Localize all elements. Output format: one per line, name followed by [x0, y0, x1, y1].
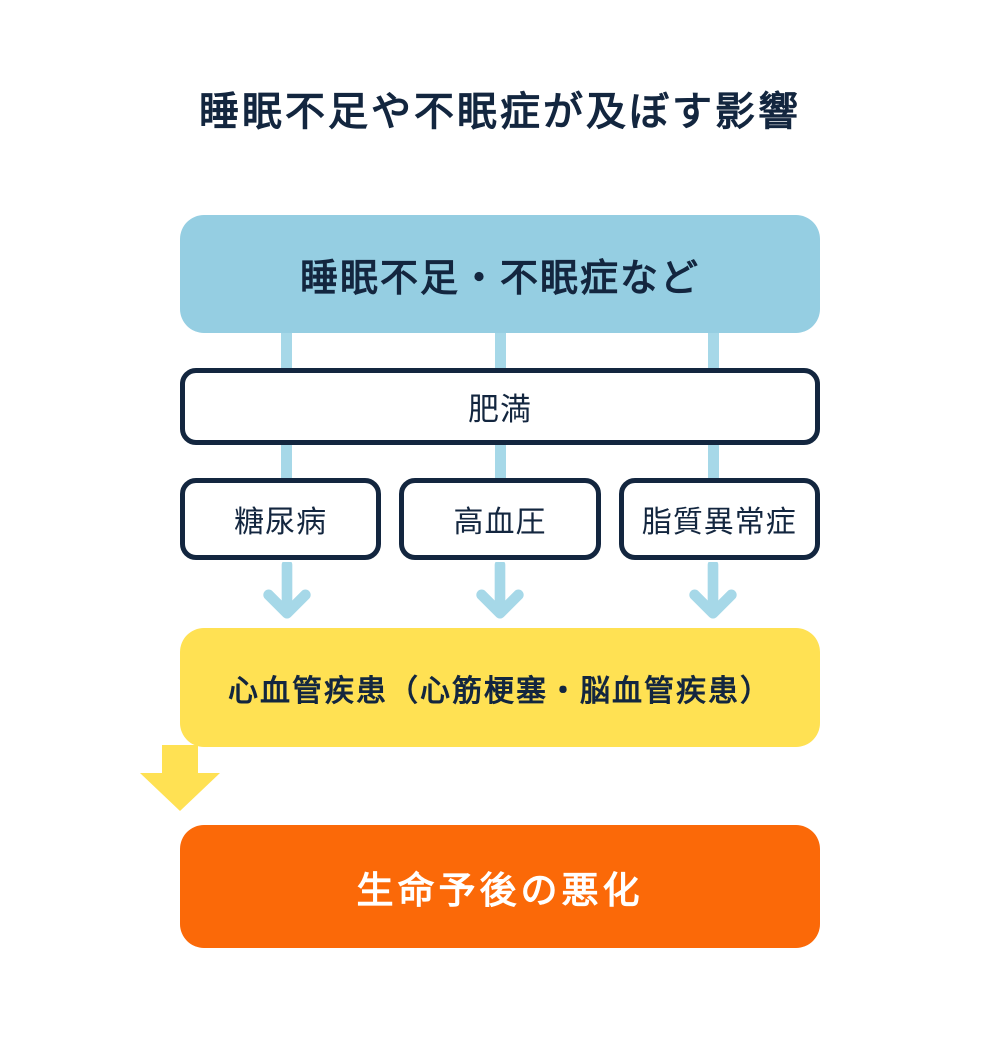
down-arrow-icon — [255, 562, 319, 620]
obesity-box-label: 肥満 — [468, 392, 532, 427]
diabetes-box: 糖尿病 — [180, 478, 382, 560]
source-box-label: 睡眠不足・不眠症など — [299, 257, 700, 300]
obesity-box: 肥満 — [180, 368, 820, 445]
hypertension-box-label: 高血圧 — [453, 506, 547, 539]
source-box: 睡眠不足・不眠症など — [180, 215, 820, 333]
cardiovascular-box-label: 心血管疾患（心筋梗塞・脳血管疾患） — [228, 674, 772, 708]
flow-diagram: 睡眠不足・不眠症など 肥満 糖尿病 高血圧 脂質異常症 — [140, 215, 820, 948]
big-down-arrow-stem — [162, 745, 198, 773]
outcome-box-label: 生命予後の悪化 — [356, 869, 644, 911]
conditions-row: 糖尿病 高血圧 脂質異常症 — [180, 478, 820, 560]
big-down-arrow-head — [140, 773, 220, 811]
dyslipidemia-box: 脂質異常症 — [618, 478, 820, 560]
dyslipidemia-box-label: 脂質異常症 — [641, 506, 797, 539]
outcome-box: 生命予後の悪化 — [180, 825, 820, 948]
page-title: 睡眠不足や不眠症が及ぼす影響 — [199, 90, 801, 134]
cardiovascular-box: 心血管疾患（心筋梗塞・脳血管疾患） — [180, 628, 820, 747]
hypertension-box: 高血圧 — [399, 478, 601, 560]
down-arrow-icon — [468, 562, 532, 620]
down-arrow-icon — [681, 562, 745, 620]
diabetes-box-label: 糖尿病 — [234, 506, 328, 539]
